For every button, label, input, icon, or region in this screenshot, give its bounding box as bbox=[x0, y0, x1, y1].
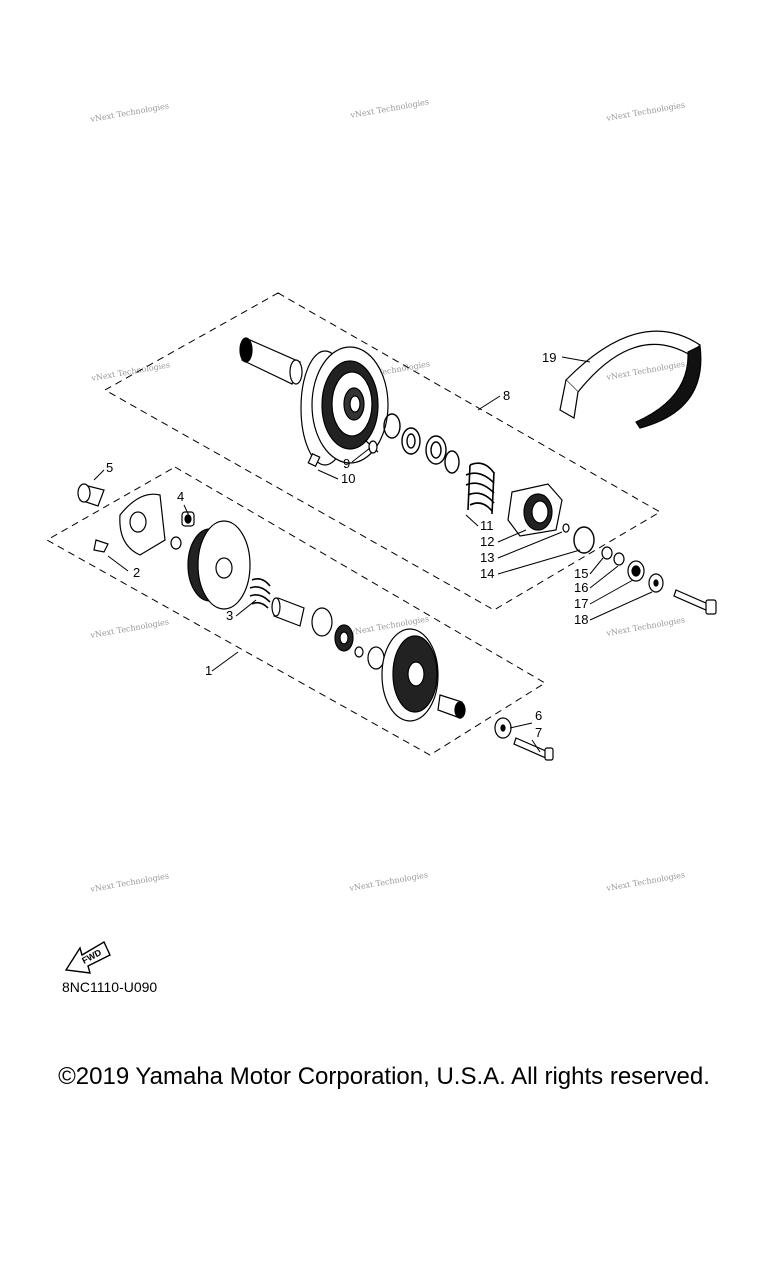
washers-set bbox=[401, 427, 460, 474]
callout-leader-7 bbox=[531, 739, 541, 753]
item-7-bolt bbox=[513, 737, 554, 761]
item-13-pin bbox=[562, 523, 570, 533]
callout-leader-4 bbox=[183, 504, 191, 519]
item-14-circlip bbox=[573, 526, 595, 554]
item-4-washer bbox=[170, 536, 182, 550]
callout-leader-14 bbox=[497, 549, 581, 575]
secondary-sheave bbox=[300, 346, 389, 466]
callout-leader-2 bbox=[107, 555, 129, 572]
circlip-ring bbox=[383, 413, 401, 439]
item-2-cam-plate bbox=[93, 493, 166, 556]
watermark-text: vNext Technologies bbox=[89, 101, 170, 124]
callout-6: 6 bbox=[535, 708, 542, 723]
end-nut bbox=[437, 694, 466, 719]
callout-9: 9 bbox=[343, 456, 350, 471]
primary-movable-sheave bbox=[381, 628, 439, 722]
callout-11: 11 bbox=[480, 518, 494, 533]
callout-leader-3 bbox=[235, 599, 257, 617]
diagram-code: 8NC1110-U090 bbox=[62, 979, 158, 995]
callout-leader-8 bbox=[477, 395, 501, 411]
item-5-bushing bbox=[77, 483, 105, 507]
item-4-roller bbox=[181, 511, 195, 527]
callout-14: 14 bbox=[480, 566, 494, 581]
callout-17: 17 bbox=[574, 596, 588, 611]
spring-seat bbox=[507, 483, 563, 537]
callout-10: 10 bbox=[341, 471, 355, 486]
callout-leader-16 bbox=[589, 565, 619, 589]
rollers bbox=[307, 439, 379, 468]
fwd-arrow-icon: FWD bbox=[64, 941, 111, 974]
watermark-text: vNext Technologies bbox=[89, 871, 170, 894]
callout-18: 18 bbox=[574, 612, 588, 627]
callout-5: 5 bbox=[106, 460, 113, 475]
leader-lines bbox=[93, 356, 653, 753]
callout-1: 1 bbox=[205, 663, 212, 678]
watermark-text: vNext Technologies bbox=[605, 359, 686, 382]
bearing-set bbox=[311, 607, 385, 670]
callout-leader-13 bbox=[497, 531, 563, 559]
callout-leader-9 bbox=[351, 447, 371, 463]
sheave-shaft-sleeve bbox=[239, 337, 303, 385]
callout-leader-17 bbox=[589, 579, 634, 605]
callout-7: 7 bbox=[535, 725, 542, 740]
watermark-text: vNext Technologies bbox=[605, 870, 686, 893]
callout-3: 3 bbox=[226, 608, 233, 623]
watermark-text: vNext Technologies bbox=[89, 617, 170, 640]
secondary-spring bbox=[465, 462, 495, 515]
callout-4: 4 bbox=[177, 489, 184, 504]
callout-13: 13 bbox=[480, 550, 494, 565]
collar-spacer bbox=[271, 597, 305, 627]
assembly-8-outline bbox=[103, 292, 661, 611]
watermark-text: vNext Technologies bbox=[605, 100, 686, 123]
primary-fixed-sheave bbox=[187, 520, 251, 610]
callout-19: 19 bbox=[542, 350, 556, 365]
callout-leader-1 bbox=[211, 651, 239, 672]
watermark-text: vNext Technologies bbox=[348, 870, 429, 893]
item-3-spring bbox=[249, 578, 271, 609]
assembly-1-outline bbox=[45, 466, 546, 756]
callout-leader-12 bbox=[497, 529, 527, 543]
callout-leader-6 bbox=[509, 722, 533, 729]
callout-12: 12 bbox=[480, 534, 494, 549]
items-15-18-bolt-stack bbox=[601, 546, 717, 615]
callout-leader-10 bbox=[317, 469, 339, 480]
item-6-washer bbox=[494, 717, 512, 739]
callout-16: 16 bbox=[574, 580, 588, 595]
watermark-text: vNext Technologies bbox=[349, 97, 430, 120]
watermark-text: vNext Technologies bbox=[605, 615, 686, 638]
watermark-text: vNext Technologies bbox=[90, 360, 171, 383]
callout-leader-15 bbox=[589, 557, 604, 575]
callout-8: 8 bbox=[503, 388, 510, 403]
callout-2: 2 bbox=[133, 565, 140, 580]
copyright-notice: ©2019 Yamaha Motor Corporation, U.S.A. A… bbox=[58, 1063, 710, 1090]
callout-leader-5 bbox=[93, 469, 105, 481]
callout-leader-19 bbox=[561, 356, 591, 363]
callout-15: 15 bbox=[574, 566, 588, 581]
callout-leader-11 bbox=[465, 514, 479, 527]
callout-leader-18 bbox=[589, 591, 653, 621]
drive-belt bbox=[559, 330, 702, 429]
